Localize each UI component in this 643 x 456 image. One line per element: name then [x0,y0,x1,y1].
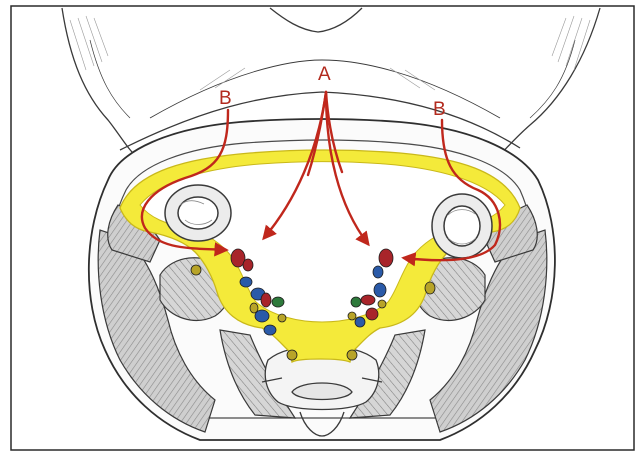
label-a: A [318,64,331,85]
label-b-right: B [433,99,446,120]
label-b-left: B [219,88,232,109]
